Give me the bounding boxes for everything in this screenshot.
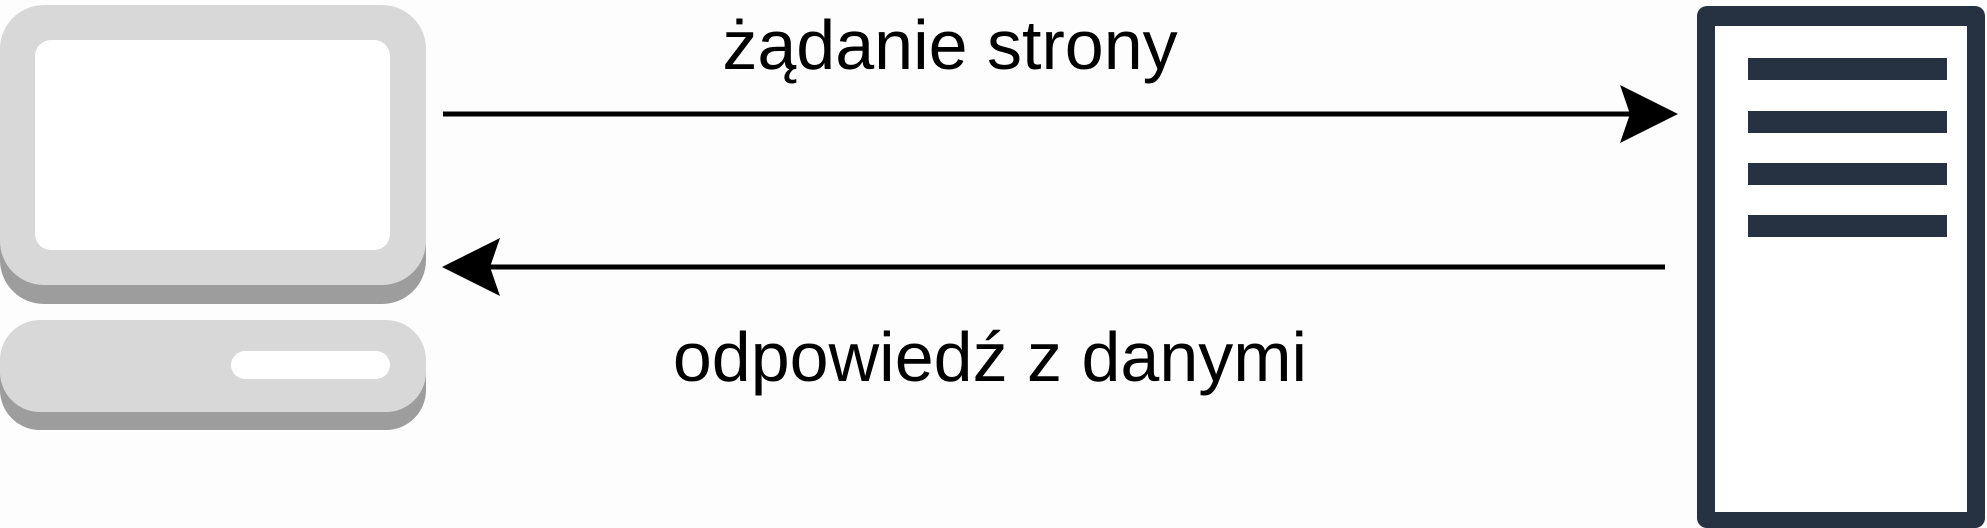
- server-bar-4: [1748, 215, 1947, 237]
- request-arrow: [443, 85, 1678, 143]
- request-arrowhead: [1620, 85, 1678, 143]
- response-arrowhead: [442, 238, 500, 296]
- response-arrow: [442, 238, 1665, 296]
- server-icon: [1697, 6, 1985, 528]
- server-body: [1715, 26, 1967, 512]
- server-bar-1: [1748, 58, 1947, 80]
- drive-slot: [231, 351, 390, 379]
- server-bar-3: [1748, 163, 1947, 185]
- computer-base: [0, 320, 426, 412]
- server-bar-2: [1748, 111, 1947, 133]
- request-label: żądanie strony: [722, 6, 1178, 84]
- response-label: odpowiedź z danymi: [672, 318, 1308, 396]
- desktop-computer-icon: [0, 5, 426, 430]
- monitor-screen: [35, 40, 390, 250]
